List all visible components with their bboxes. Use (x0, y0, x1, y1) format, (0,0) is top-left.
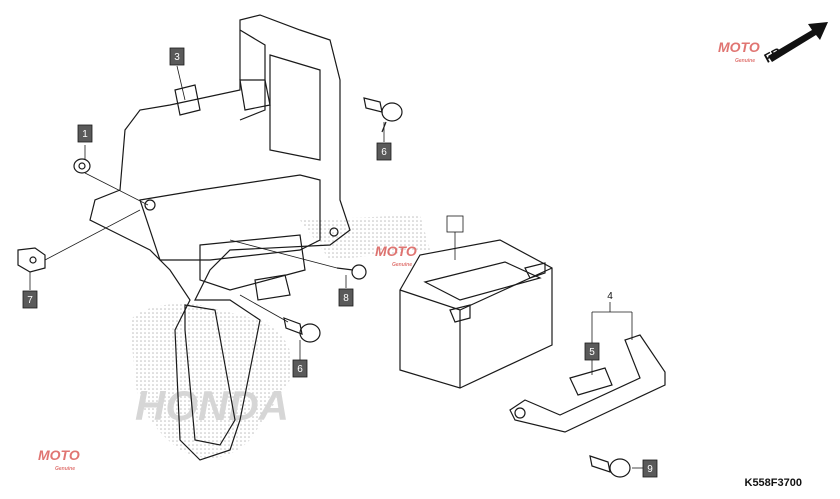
figure-code: K558F3700 (744, 477, 803, 489)
callout-label: 6 (381, 147, 387, 158)
callout-label: 5 (589, 347, 595, 358)
watermark-subtext: Genuine (392, 262, 412, 268)
callout-label: 3 (174, 52, 180, 63)
clip-nut-part-7 (17, 247, 46, 273)
background-logo-text: HONDA (135, 382, 289, 429)
callout-9: 9 (642, 459, 658, 478)
callout-label: 7 (27, 295, 33, 306)
watermark-text: MOTO (718, 39, 760, 55)
watermark-center: MOTO Genuine (375, 243, 417, 268)
screw-part-8 (336, 264, 367, 280)
callout-label: 1 (82, 129, 88, 140)
callout-label: 8 (343, 293, 349, 304)
callout-8: 8 (338, 288, 354, 307)
watermark-bottom-left: MOTO Genuine (38, 447, 80, 472)
callout-3: 3 (169, 47, 185, 66)
watermark-subtext: Genuine (735, 58, 755, 64)
front-direction-arrow: FR. (762, 22, 828, 66)
battery-illustration (399, 239, 553, 389)
battery-band-illustration (509, 334, 666, 433)
watermark-text: MOTO (38, 447, 80, 463)
grommet-part-1 (73, 158, 91, 174)
front-arrow-label: FR. (762, 43, 788, 66)
callout-label: 9 (647, 464, 653, 475)
callout-label: 6 (297, 364, 303, 375)
watermark-top-right: MOTO Genuine (718, 39, 760, 64)
background-honda-logo: HONDA (130, 215, 430, 458)
watermark-subtext: Genuine (55, 466, 75, 472)
bolt-part-6-bottom (283, 317, 321, 343)
callout-6-bottom: 6 (292, 359, 308, 378)
battery-box-illustration (89, 14, 351, 461)
assembly-label: 4 (607, 291, 613, 302)
callout-5: 5 (584, 342, 600, 361)
bolt-part-9 (589, 455, 631, 478)
callout-7: 7 (22, 290, 38, 309)
leader-lines (29, 65, 643, 469)
callout-6-top: 6 (376, 142, 392, 161)
callout-battery (446, 215, 464, 233)
bolt-part-6-top (363, 97, 403, 133)
watermark-text: MOTO (375, 243, 417, 259)
callout-1: 1 (77, 124, 93, 143)
